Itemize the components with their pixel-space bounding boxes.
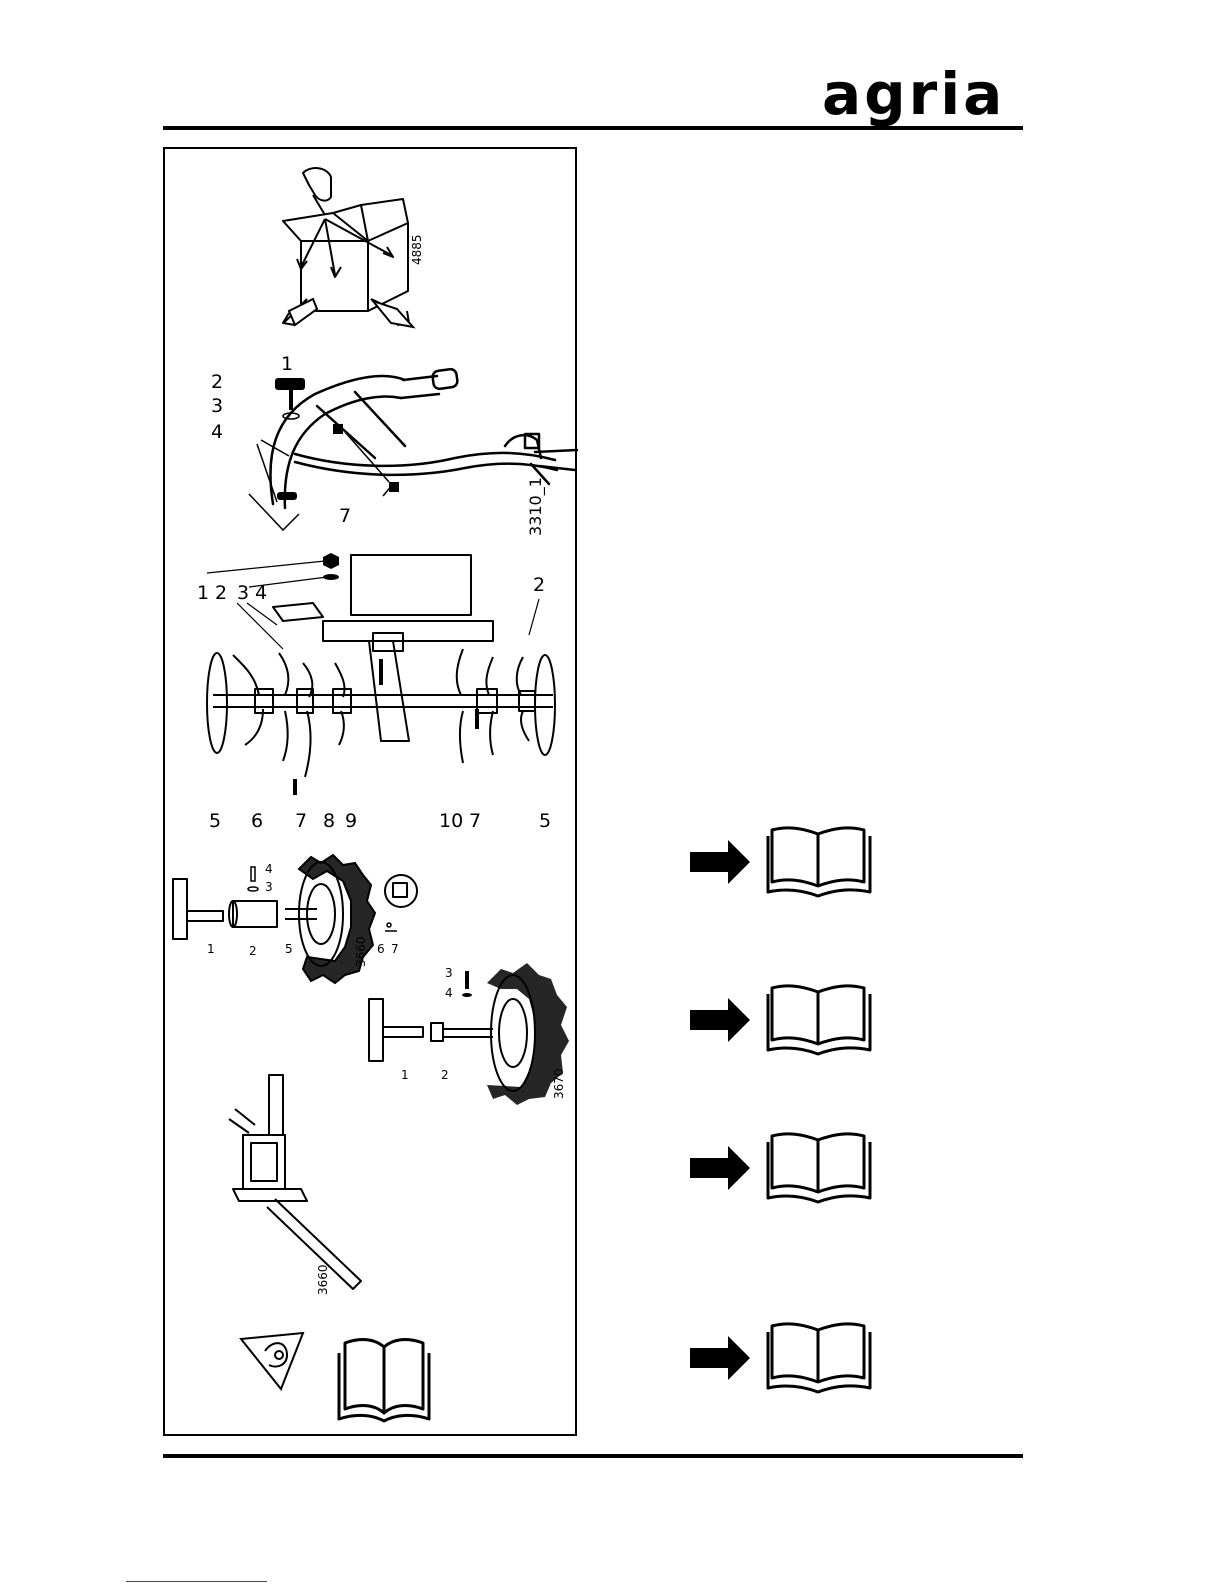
- warning-triangle-icon: [237, 1325, 307, 1395]
- tiller-label-2-right: 2: [533, 574, 545, 596]
- handlebar-label-3: 3: [211, 395, 223, 417]
- tiller-label-2: 2: [215, 582, 227, 604]
- wheel-b-label-4: 4: [445, 986, 453, 1000]
- handlebar-figure: 2 1 3 4 7 3310_1: [205, 354, 575, 544]
- header-rule: [163, 126, 1023, 130]
- wheel-a-label-3: 3: [265, 880, 273, 894]
- wheel-a-label-1: 1: [207, 942, 215, 956]
- wheel-b-label-1: 1: [401, 1068, 409, 1082]
- agria-logo: agria: [822, 64, 1000, 124]
- illustration-panel: 4885: [163, 147, 577, 1436]
- wheel-b-label-2: 2: [441, 1068, 449, 1082]
- tiller-label-1: 1: [197, 582, 209, 604]
- see-manual-icon: [690, 984, 875, 1058]
- unpack-figure: 4885: [273, 163, 433, 333]
- tiller-label-5-right: 5: [539, 810, 551, 832]
- tiller-label-4: 4: [255, 582, 267, 604]
- unpack-ref: 4885: [410, 234, 424, 265]
- wheel-b-label-3: 3: [445, 966, 453, 980]
- handlebar-label-2: 2: [211, 371, 223, 393]
- wheel-a-label-2: 2: [249, 944, 257, 958]
- tiller-label-5: 5: [209, 810, 221, 832]
- stand-ref: 3660: [316, 1264, 330, 1295]
- tiller-label-6: 6: [251, 810, 263, 832]
- handlebar-label-1: 1: [281, 353, 293, 375]
- handlebar-label-4: 4: [211, 421, 223, 443]
- see-manual-icon: [690, 1132, 875, 1206]
- tiller-label-10: 10: [439, 810, 463, 832]
- wheel-b-ref: 3670: [552, 1068, 566, 1099]
- tiller-label-8: 8: [323, 810, 335, 832]
- footer-rule: [163, 1454, 1023, 1458]
- see-manual-icon: [690, 1322, 875, 1396]
- stand-figure: 3660: [215, 1069, 375, 1299]
- wheel-a-label-5: 5: [285, 942, 293, 956]
- see-manual-icon: [690, 826, 875, 900]
- tiller-figure: 1 2 3 4 2 5 6 7 8 9 10 7 5: [193, 545, 563, 835]
- tiller-label-7-right: 7: [469, 810, 481, 832]
- handlebar-ref: 3310_1: [526, 477, 546, 536]
- tiller-label-7: 7: [295, 810, 307, 832]
- footer-link-underline[interactable]: [126, 1581, 267, 1583]
- tiller-label-9: 9: [345, 810, 357, 832]
- book-icon: [333, 1333, 435, 1425]
- handlebar-label-7: 7: [339, 505, 351, 527]
- wheel-a-label-4: 4: [265, 862, 273, 876]
- tiller-label-3: 3: [237, 582, 249, 604]
- wheel-b-figure: 3 4 1 2 3670: [363, 949, 577, 1109]
